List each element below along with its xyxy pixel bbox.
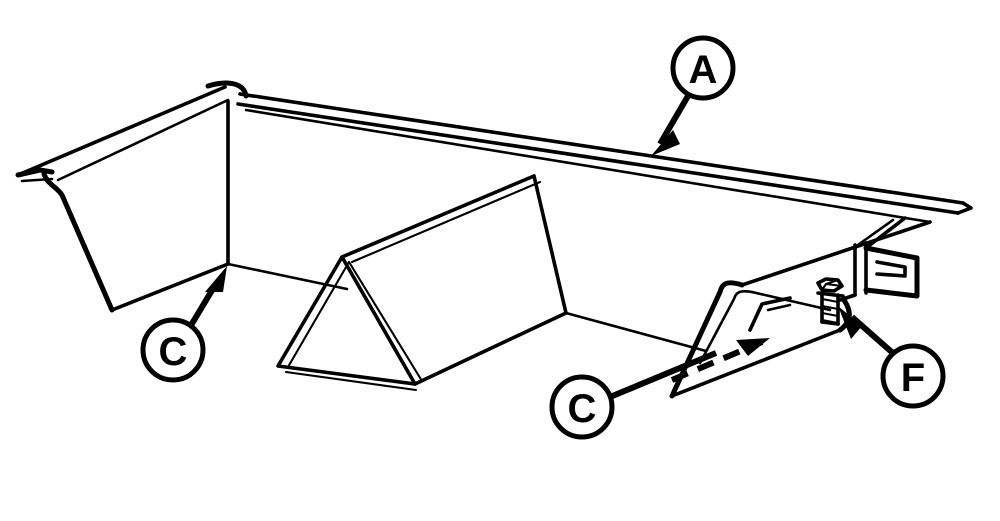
callout-A-circle[interactable] [670, 35, 736, 101]
callout-F-circle[interactable] [880, 343, 946, 409]
right-flange-plate [669, 280, 852, 399]
callout-C-left-circle[interactable] [140, 317, 206, 383]
callout-C-right-circle[interactable] [549, 374, 615, 440]
callout-C-right[interactable]: C [549, 350, 718, 440]
right-channel-bracket [838, 216, 920, 302]
hex-head-bolt [816, 277, 845, 326]
center-triangular-brace [276, 174, 568, 392]
callout-A-label: A [689, 48, 718, 92]
trough-assembly [15, 80, 973, 399]
callout-C-left-label: C [159, 330, 188, 374]
left-end-panel [15, 80, 249, 313]
main-side-wall [244, 108, 932, 287]
callout-C-left[interactable]: C [140, 266, 227, 383]
callout-A[interactable]: A [651, 35, 736, 156]
callout-C-right-label: C [568, 387, 597, 431]
callout-F-label: F [901, 356, 925, 400]
top-rail-flange [236, 92, 973, 215]
hidden-line-dashed-arrow [670, 338, 770, 383]
callout-F[interactable]: F [838, 306, 946, 409]
